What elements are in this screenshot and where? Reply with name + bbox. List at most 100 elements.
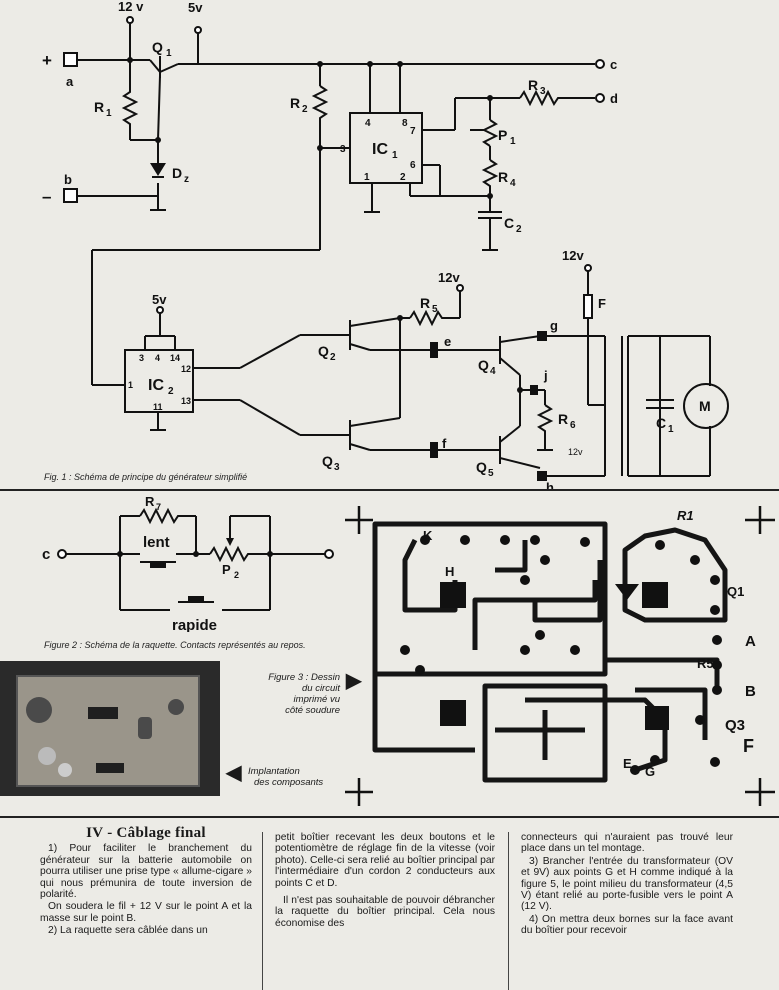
label-ic1-sub: 1 (392, 150, 398, 161)
label-r3-sub: 3 (540, 86, 546, 97)
label-12v-note: 12v (568, 447, 583, 457)
photo-chip-2 (96, 763, 124, 773)
photo-chip (88, 707, 118, 719)
label-motor: M (699, 398, 711, 414)
label-f: f (442, 436, 447, 451)
label-5v-ic2: 5v (152, 292, 167, 307)
label-ic1-pin3: 3 (340, 144, 346, 155)
label-c1: C (656, 415, 666, 431)
implant-caption-line-1: Implantation (248, 766, 300, 777)
implant-caption: Implantation des composants (248, 766, 338, 788)
photo-transistor (138, 717, 152, 739)
label-p1-sub: 1 (510, 136, 516, 147)
label-j: j (543, 368, 548, 383)
label-g: g (550, 318, 558, 333)
label-ic1-pin8: 8 (402, 118, 408, 129)
label-c2: C (504, 215, 514, 231)
article-column-3: connecteurs qui n'auraient pas trouvé le… (521, 832, 733, 938)
fig2-label-c: c (42, 546, 50, 563)
pcb-label-k: K (423, 528, 433, 543)
label-plus: + (42, 51, 52, 70)
component-photo (0, 661, 220, 796)
label-ic2-pin13: 13 (181, 396, 191, 406)
label-e: e (444, 334, 451, 349)
label-ic1-pin7: 7 (410, 126, 416, 137)
label-q2-sub: 2 (330, 352, 336, 363)
fig2-label-r7: R (145, 494, 155, 509)
label-12v-fuse: 12v (562, 248, 584, 263)
article-column-2: petit boîtier recevant les deux boutons … (275, 832, 495, 930)
label-h: h (546, 480, 554, 490)
pcb-label-r1: R1 (677, 508, 694, 523)
label-fuse: F (598, 296, 606, 311)
pcb-label-f: F (743, 736, 754, 756)
figure3-caption-line-1: Figure 3 : Dessin (268, 672, 340, 683)
label-ic2-pin4: 4 (155, 353, 160, 363)
label-ic2-sub: 2 (168, 386, 174, 397)
label-ic1: IC (372, 141, 388, 158)
pcb-label-h: H (445, 564, 454, 579)
label-dz: D (172, 165, 182, 181)
label-ic2-pin1: 1 (128, 380, 133, 390)
label-minus: – (42, 187, 51, 206)
col3-para-3: 4) On mettra deux bornes sur la face ava… (521, 913, 733, 937)
pcb-label-a: A (745, 633, 756, 650)
label-ic1-pin2: 2 (400, 172, 406, 183)
label-5v-top: 5v (188, 0, 203, 15)
label-q4: Q (478, 357, 489, 373)
label-ic2-pin3: 3 (139, 353, 144, 363)
label-ic2: IC (148, 377, 164, 394)
photo-part (38, 747, 56, 765)
label-q1-sub: 1 (166, 48, 172, 59)
label-ic1-pin4: 4 (365, 118, 371, 129)
label-ic2-pin11: 11 (153, 402, 163, 412)
arrow-left-icon: ◀ (226, 762, 242, 784)
column-divider-1 (262, 832, 263, 990)
article-heading: IV - Câblage final (86, 825, 206, 841)
label-r5: R (420, 295, 430, 311)
label-out-d: d (610, 91, 618, 106)
label-q3-sub: 3 (334, 462, 340, 473)
label-12v-top: 12 v (118, 0, 144, 14)
fig2-label-rapide: rapide (172, 617, 217, 632)
label-r5-sub: 5 (432, 304, 438, 315)
label-ic1-pin6: 6 (410, 160, 416, 171)
pcb-label-e: E (623, 756, 632, 771)
col3-para-1: connecteurs qui n'auraient pas trouvé le… (521, 832, 733, 855)
arrow-right-icon: ▶ (346, 670, 362, 692)
label-c1-sub: 1 (668, 424, 674, 435)
label-ic2-pin12: 12 (181, 364, 191, 374)
label-q5-sub: 5 (488, 468, 494, 479)
label-r2-sub: 2 (302, 104, 308, 115)
fig2-label-r7-sub: 7 (156, 502, 161, 512)
label-ic1-pin1: 1 (364, 172, 370, 183)
col3-para-2: 3) Brancher l'entrée du transformateur (… (521, 855, 733, 913)
column-divider-2 (508, 832, 509, 990)
label-r2: R (290, 95, 300, 111)
implant-caption-line-2: des composants (254, 777, 324, 788)
col1-para-3: 2) La raquette sera câblée dans un (48, 925, 208, 937)
label-12v-r5: 12v (438, 270, 460, 285)
photo-board (16, 675, 200, 787)
col1-para-2: On soudera le fil + 12 V sur le point A … (40, 901, 252, 924)
label-q5: Q (476, 459, 487, 475)
label-r1-sub: 1 (106, 108, 112, 119)
pcb-label-q1: Q1 (727, 584, 744, 599)
figure1-caption: Fig. 1 : Schéma de principe du générateu… (44, 472, 248, 482)
pcb-label-r5: R5 (697, 656, 714, 671)
label-q1: Q (152, 39, 163, 55)
photo-part-2 (58, 763, 72, 777)
label-dz-sub: z (184, 174, 189, 185)
fig2-label-p2-sub: 2 (234, 570, 239, 580)
fig2-label-p2: P (222, 562, 231, 577)
figure3-caption: Figure 3 : Dessin du circuit imprimé vu … (236, 672, 340, 716)
col2-para-2: Il n'est pas souhaitable de pouvoir débr… (275, 895, 495, 929)
label-q3: Q (322, 453, 333, 469)
label-ic2-pin14: 14 (170, 353, 180, 363)
label-b: b (64, 172, 72, 187)
label-q4-sub: 4 (490, 366, 496, 377)
photo-transistor-2 (168, 699, 184, 715)
figure2-schematic: R 7 lent P 2 rapide c d (42, 494, 334, 632)
figure1-schematic: 12 v 5v + – a b Q 1 R 1 D z R 2 IC 1 4 8… (42, 0, 729, 490)
